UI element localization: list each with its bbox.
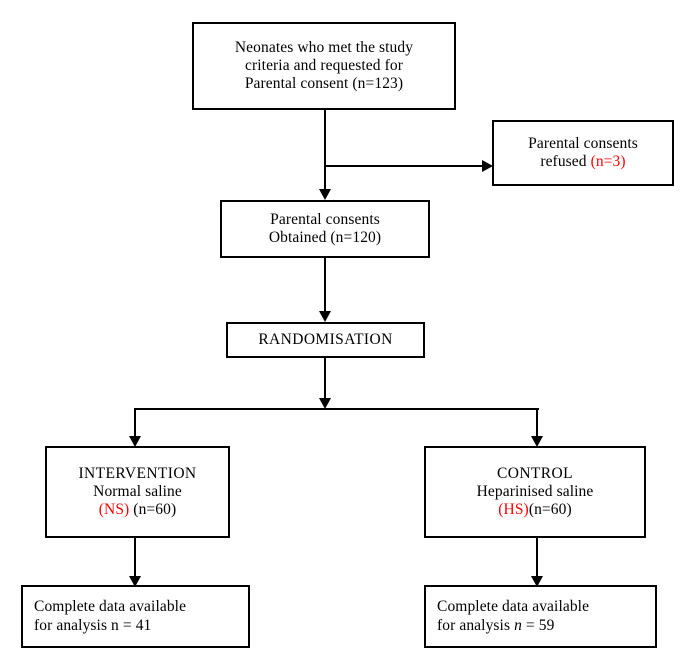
node-analysis-left-line-1: Complete data available [34, 598, 187, 616]
node-control-line-3: (HS)(n=60) [498, 501, 571, 519]
node-obtained-line-1: Parental consents [270, 210, 380, 228]
node-control-line-2: Heparinised saline [476, 482, 594, 500]
node-analysis-right-n-symbol: n [514, 616, 522, 634]
node-intervention-line-1: INTERVENTION [78, 464, 197, 482]
node-intervention-count: (n=60) [129, 501, 177, 519]
node-eligible-neonates: Neonates who met the study criteria and … [192, 22, 456, 110]
node-analysis-right-count: = 59 [521, 616, 555, 634]
edge-intervention-to-analysis-line [134, 537, 136, 580]
node-eligible-line-1: Neonates who met the study [234, 38, 414, 56]
edge-eligible-to-refused-line [324, 165, 488, 167]
node-analysis-right-label: for analysis [437, 616, 515, 634]
node-randomisation: RANDOMISATION [226, 322, 425, 358]
edge-randomisation-trunk [324, 357, 326, 407]
edge-eligible-to-obtained-line [324, 108, 326, 190]
edge-split-to-intervention-line [134, 408, 136, 440]
node-refused-label: refused [540, 153, 591, 170]
node-intervention-abbrev: (NS) [98, 501, 130, 519]
node-intervention-line-3: (NS) (n=60) [99, 501, 176, 519]
node-consents-obtained: Parental consents Obtained (n=120) [220, 200, 430, 258]
edge-eligible-to-refused-arrowhead [482, 160, 493, 172]
node-analysis-left-line-2: for analysis n = 41 [34, 616, 152, 634]
node-intervention: INTERVENTION Normal saline (NS) (n=60) [45, 446, 230, 538]
node-analysis-intervention: Complete data available for analysis n =… [21, 585, 250, 648]
node-intervention-line-2: Normal saline [93, 482, 182, 500]
node-consents-refused: Parental consents refused (n=3) [492, 120, 674, 186]
edge-obtained-to-randomisation-arrowhead [319, 311, 331, 322]
node-obtained-line-2: Obtained (n=120) [268, 229, 382, 246]
node-control-count: (n=60) [528, 501, 572, 519]
node-control: CONTROL Heparinised saline (HS)(n=60) [424, 446, 646, 538]
node-refused-line-1: Parental consents [528, 134, 638, 152]
edge-intervention-to-analysis-arrowhead [129, 576, 141, 587]
edge-randomisation-trunk-arrowhead [319, 398, 331, 409]
edge-control-to-analysis-arrowhead [531, 576, 543, 587]
edge-split-to-intervention-arrowhead [129, 436, 141, 447]
edge-split-to-control-line [536, 408, 538, 440]
edge-randomisation-split-bar [134, 408, 539, 410]
edge-eligible-to-obtained-arrowhead [319, 189, 331, 200]
node-control-abbrev: (HS) [498, 501, 529, 519]
node-refused-count: (n=3) [590, 153, 626, 170]
edge-split-to-control-arrowhead [531, 436, 543, 447]
node-eligible-line-3: Parental consent (n=123) [244, 75, 404, 93]
node-eligible-line-2: criteria and requested for [245, 56, 403, 74]
node-randomisation-label: RANDOMISATION [258, 330, 393, 348]
node-analysis-control: Complete data available for analysis n =… [424, 585, 657, 648]
edge-control-to-analysis-line [536, 537, 538, 580]
node-analysis-right-line-1: Complete data available [437, 598, 590, 616]
node-analysis-right-line-2: for analysis n = 59 [437, 617, 554, 635]
node-refused-line-2: refused (n=3) [540, 153, 625, 171]
node-control-line-1: CONTROL [497, 464, 573, 482]
edge-obtained-to-randomisation-line [324, 257, 326, 312]
